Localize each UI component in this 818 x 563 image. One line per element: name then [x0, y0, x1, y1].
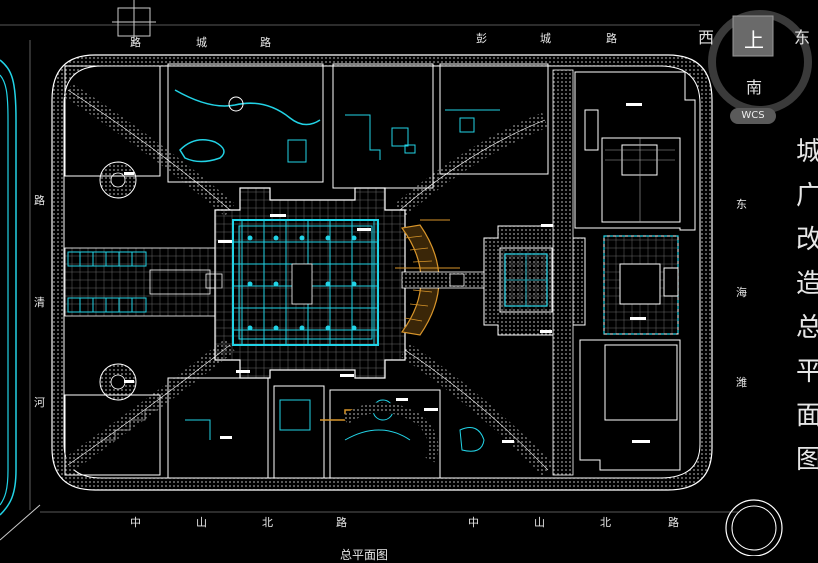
street-south-8: 路 — [668, 516, 679, 529]
street-north-right-2: 城 — [540, 32, 551, 45]
street-west-2: 清 — [34, 296, 45, 309]
viewcube-face[interactable] — [732, 15, 774, 57]
street-south-5: 中 — [468, 516, 479, 529]
street-south-4: 路 — [336, 516, 347, 529]
river-edge-inner — [0, 74, 9, 506]
north-winding-path — [174, 89, 321, 126]
street-north-right-1: 彭 — [476, 32, 487, 45]
drawing-title-vertical: 城 广 改 造 总 平 面 图 — [796, 130, 818, 482]
north-gazebo — [228, 96, 244, 112]
street-west-1: 路 — [34, 194, 45, 207]
street-east-2: 海 — [736, 286, 747, 299]
title-char-3: 改 — [796, 225, 818, 255]
title-char-8: 图 — [796, 445, 818, 475]
street-south-7: 北 — [600, 516, 611, 529]
north-pond — [179, 139, 225, 163]
street-south-6: 山 — [534, 516, 545, 529]
street-north-left-1: 路 — [130, 36, 141, 49]
street-north-right-3: 路 — [606, 32, 617, 45]
plaza-lights — [247, 235, 357, 331]
title-char-5: 总 — [796, 313, 818, 343]
north-arrow-inner — [731, 505, 777, 551]
north-garden-blocks — [64, 63, 549, 189]
plaza-center-monument — [291, 263, 313, 305]
wcs-menu-button[interactable]: WCS — [730, 108, 776, 124]
street-east-3: 潍 — [736, 376, 747, 389]
east-building-hatch — [605, 138, 675, 222]
south-curved-path — [342, 402, 439, 463]
north-features — [287, 109, 500, 163]
title-char-7: 面 — [796, 401, 818, 431]
title-char-4: 造 — [796, 269, 818, 299]
west-axis-band — [64, 247, 216, 317]
title-char-2: 广 — [796, 181, 818, 211]
street-south-3: 北 — [262, 516, 273, 529]
bottom-drawing-label: 总平面图 — [340, 548, 389, 562]
south-stepped-wall — [100, 409, 158, 441]
river-corner-line — [0, 504, 41, 541]
viewcube-south-label[interactable]: 南 — [746, 78, 763, 97]
viewcube-west-label[interactable]: 西 — [698, 28, 715, 47]
orange-arc-steps — [400, 224, 440, 336]
title-char-6: 平 — [796, 357, 818, 387]
street-south-1: 中 — [130, 516, 141, 529]
north-arrow-outer — [725, 499, 783, 557]
viewcube-top-label[interactable]: 上 — [744, 28, 764, 52]
street-south-2: 山 — [196, 516, 207, 529]
street-north-left-3: 路 — [260, 36, 271, 49]
east-dotted-strip — [552, 69, 574, 476]
street-east-1: 东 — [736, 198, 747, 211]
west-axis-cyan-rows — [67, 251, 147, 313]
river-edge-outer — [0, 59, 17, 516]
callout-bars — [124, 103, 650, 443]
street-north-left-2: 城 — [196, 36, 207, 49]
viewcube-east-label[interactable]: 东 — [794, 28, 811, 47]
title-char-1: 城 — [796, 137, 818, 167]
street-west-3: 河 — [34, 396, 45, 409]
south-garden-blocks — [64, 377, 441, 479]
east-buildings — [574, 71, 696, 471]
